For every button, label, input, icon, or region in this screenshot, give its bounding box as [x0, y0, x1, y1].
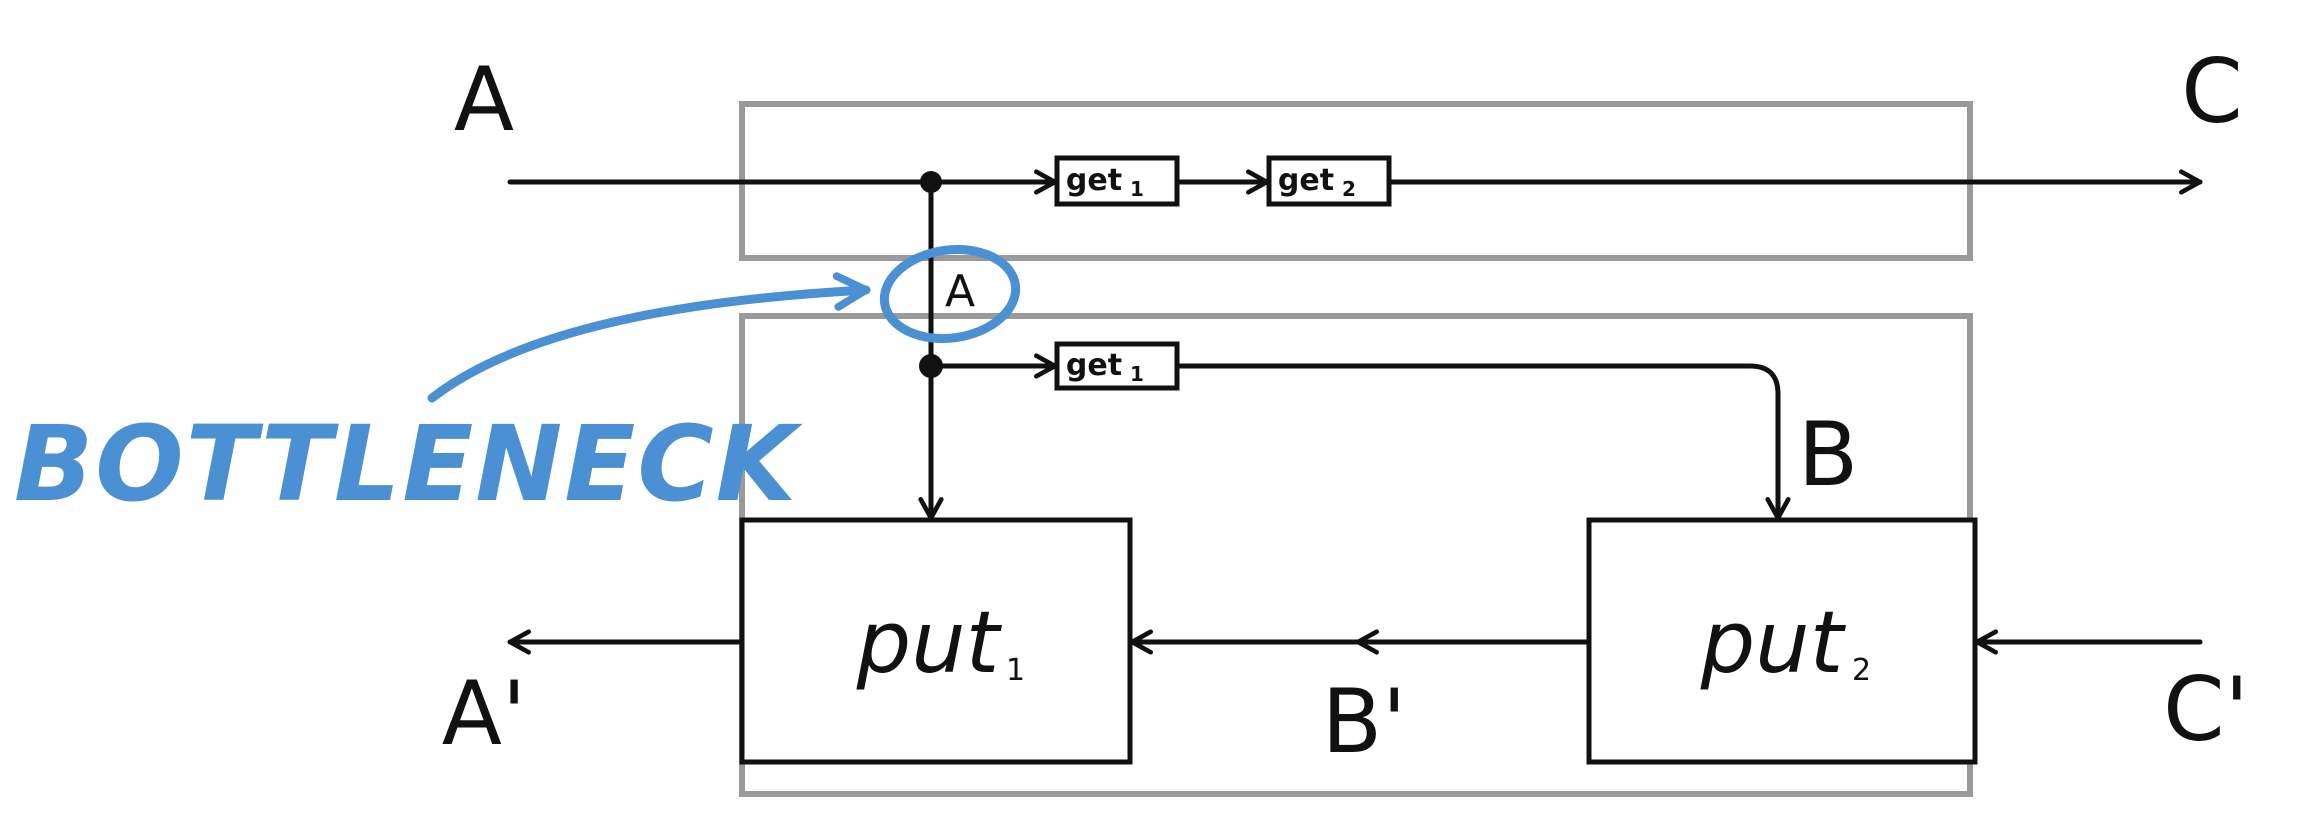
- put2-subscript: 2: [1852, 653, 1871, 688]
- put2-box: put 2: [1586, 517, 1978, 765]
- get1-top-label: get: [1066, 163, 1122, 198]
- get1-bottom-box: get 1: [1054, 341, 1180, 391]
- get1-bottom-label: get: [1066, 348, 1122, 383]
- put2-label: put: [1700, 593, 1847, 693]
- node-b-prime: B': [1322, 670, 1407, 773]
- put1-subscript: 1: [1006, 653, 1025, 688]
- node-a-top: A: [454, 48, 514, 151]
- bottleneck-circle: [879, 244, 1021, 344]
- line-get1-to-put2: [1174, 363, 1791, 521]
- get2-top-label: get: [1278, 163, 1334, 198]
- node-a-prime: A': [442, 662, 526, 765]
- node-b: B: [1798, 403, 1858, 506]
- get1-top-subscript: 1: [1130, 177, 1144, 201]
- bottleneck-arrow: [427, 272, 871, 403]
- get1-top-box: get 1: [1054, 155, 1180, 207]
- node-a-mid: A: [945, 266, 975, 317]
- node-c-top: C: [2181, 40, 2242, 143]
- node-c-prime: C': [2163, 658, 2249, 761]
- bottleneck-label: BOTTLENECK: [14, 403, 804, 525]
- get2-top-box: get 2: [1266, 155, 1392, 207]
- put1-label: put: [856, 593, 1003, 693]
- get1-bottom-subscript: 1: [1130, 362, 1144, 386]
- put1-box: put 1: [739, 517, 1133, 765]
- get2-top-subscript: 2: [1342, 177, 1356, 201]
